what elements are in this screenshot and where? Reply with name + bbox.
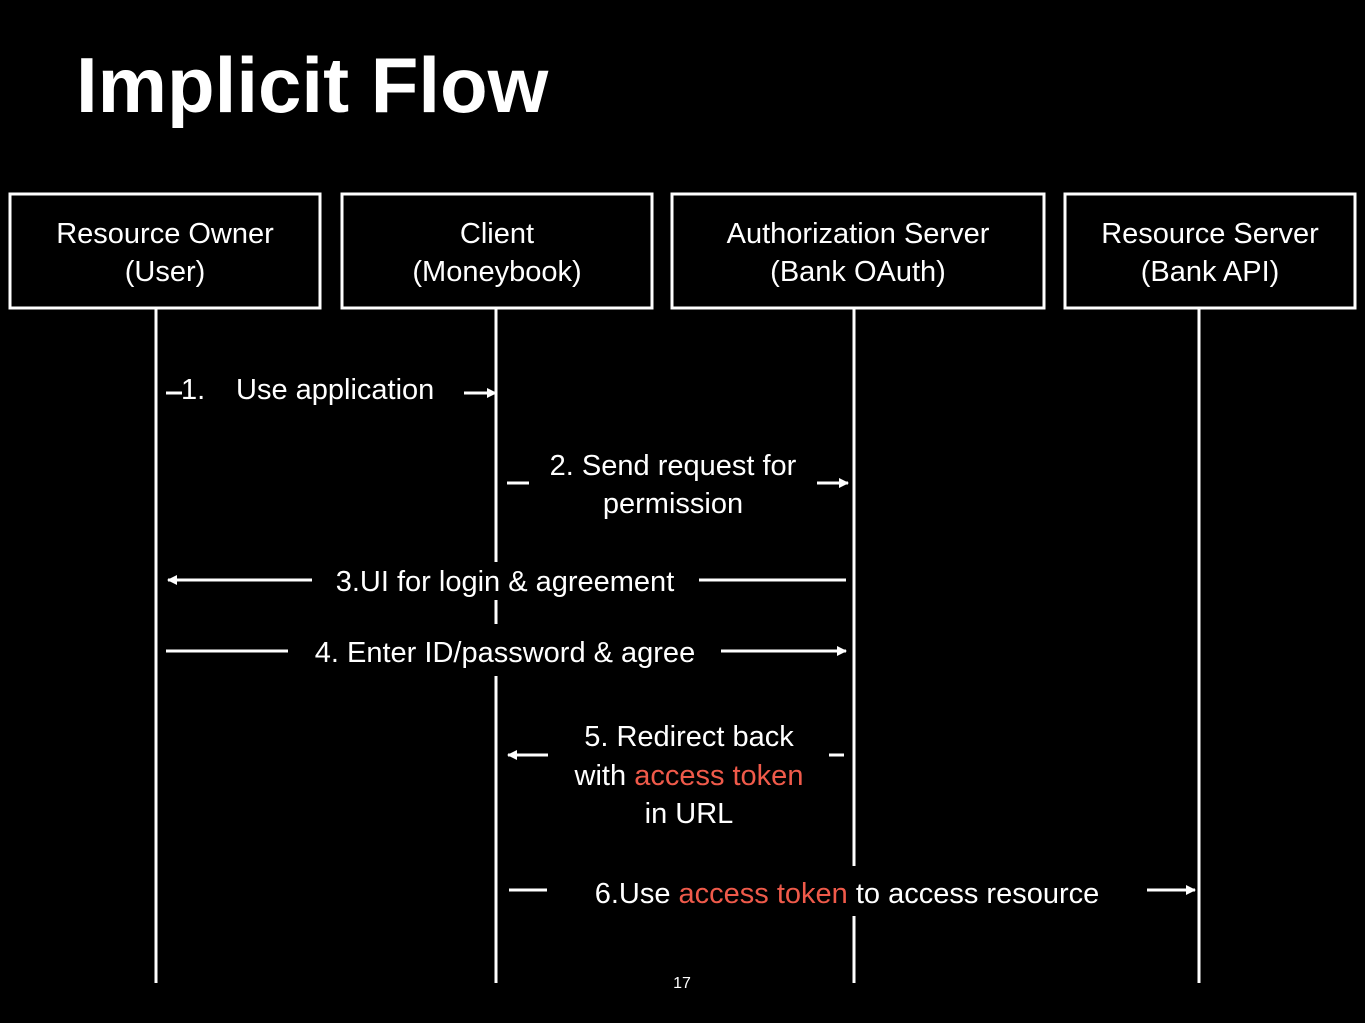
actor-label-line2: (Bank OAuth)	[770, 256, 946, 288]
actor-authorization-server: Authorization Server (Bank OAuth)	[670, 192, 1046, 310]
message-5-line2-pre: with	[574, 760, 635, 792]
message-3-label: 3.UI for login & agreement	[336, 566, 675, 598]
message-6-access-token-highlight: access token	[679, 878, 848, 910]
message-6-pre: 6.Use	[595, 878, 679, 910]
message-1-label: Use application	[236, 374, 434, 406]
message-2-line1: 2. Send request for	[550, 450, 797, 482]
message-1-number: 1.	[181, 374, 205, 406]
message-5-line2: with access token	[574, 760, 804, 792]
message-1: 1. Use application	[166, 374, 497, 406]
page-number: 17	[673, 975, 691, 992]
actor-label-line1: Authorization Server	[727, 218, 990, 250]
message-6-label: 6.Use access token to access resource	[595, 878, 1100, 910]
actor-label-line2: (Bank API)	[1141, 256, 1280, 288]
message-4: 4. Enter ID/password & agree	[166, 637, 847, 669]
slide-title: Implicit Flow	[76, 41, 549, 129]
message-5: 5. Redirect back with access token in UR…	[507, 721, 844, 830]
actor-label-line1: Resource Server	[1101, 218, 1319, 250]
message-4-label: 4. Enter ID/password & agree	[315, 637, 695, 669]
message-6-post: to access resource	[848, 878, 1099, 910]
message-2: 2. Send request for permission	[507, 450, 849, 520]
actor-resource-server: Resource Server (Bank API)	[1063, 192, 1357, 310]
actor-label-line1: Resource Owner	[56, 218, 274, 250]
actor-label-line2: (User)	[125, 256, 206, 288]
actor-label-line2: (Moneybook)	[412, 256, 581, 288]
message-6: 6.Use access token to access resource	[509, 878, 1196, 910]
actor-label-line1: Client	[460, 218, 534, 250]
message-5-access-token-highlight: access token	[634, 760, 803, 792]
actor-resource-owner: Resource Owner (User)	[8, 192, 322, 310]
message-3: 3.UI for login & agreement	[167, 566, 846, 598]
message-5-line1: 5. Redirect back	[584, 721, 794, 753]
message-5-line3: in URL	[645, 798, 734, 830]
message-2-line2: permission	[603, 488, 743, 520]
actor-client: Client (Moneybook)	[340, 192, 654, 310]
